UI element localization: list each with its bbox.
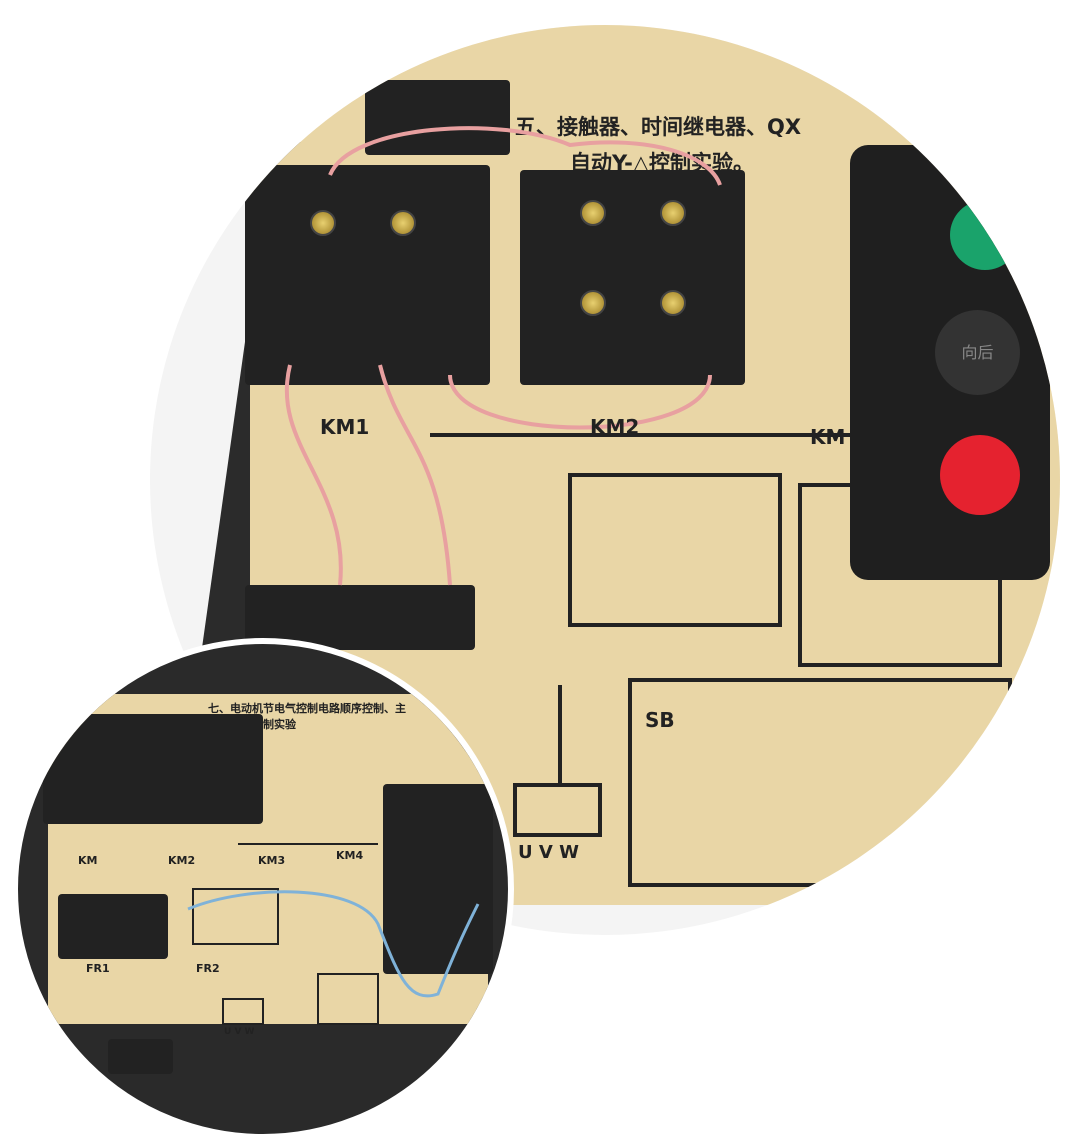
inset-label-fr1: FR1 xyxy=(86,962,110,975)
inset-label-fr2: FR2 xyxy=(196,962,220,975)
screw-terminal xyxy=(580,200,606,226)
inset-contactors xyxy=(43,714,263,824)
screw-terminal xyxy=(390,210,416,236)
backward-button[interactable]: 向后 xyxy=(935,310,1020,395)
inset-button-box xyxy=(383,784,493,974)
inset-title-line1: 七、电动机节电气控制电路顺序控制、主 xyxy=(208,702,406,715)
inset-label-km4: KM4 xyxy=(336,849,364,862)
label-uvw: U V W xyxy=(518,842,579,863)
inset-thermal-relay xyxy=(58,894,168,959)
screw-terminal xyxy=(580,290,606,316)
board-traces xyxy=(284,126,1012,887)
inset-label-km3: KM3 xyxy=(258,854,286,867)
contactor-km1 xyxy=(245,165,490,385)
main-photo: 五、接触器、时间继电器、QX 自动Y-△控制实验。 KM1 KM2 KM SB … xyxy=(150,25,1060,935)
green-start-button[interactable] xyxy=(950,200,1020,270)
inset-label-km2: KM2 xyxy=(168,854,196,867)
label-sb: SB xyxy=(645,708,675,732)
contactor-km2 xyxy=(520,170,745,385)
inset-photo: 七、电动机节电气控制电路顺序控制、主 电路开关控制实验 KM KM2 KM3 K… xyxy=(12,638,514,1140)
screw-terminal xyxy=(660,290,686,316)
red-stop-button[interactable] xyxy=(940,435,1020,515)
inset-label-uvw: U V W xyxy=(224,1027,255,1037)
label-km3: KM xyxy=(810,425,846,449)
screw-terminal xyxy=(660,200,686,226)
inset-terminal-block xyxy=(108,1039,173,1074)
inset-traces xyxy=(187,843,480,1025)
button-box: 向后 xyxy=(850,145,1050,580)
inset-label-km1: KM xyxy=(78,854,98,867)
label-km2: KM2 xyxy=(590,415,640,439)
label-km1: KM1 xyxy=(320,415,370,439)
board-title-line1: 五、接触器、时间继电器、QX xyxy=(515,115,802,139)
terminal-block xyxy=(365,80,510,155)
screw-terminal xyxy=(310,210,336,236)
